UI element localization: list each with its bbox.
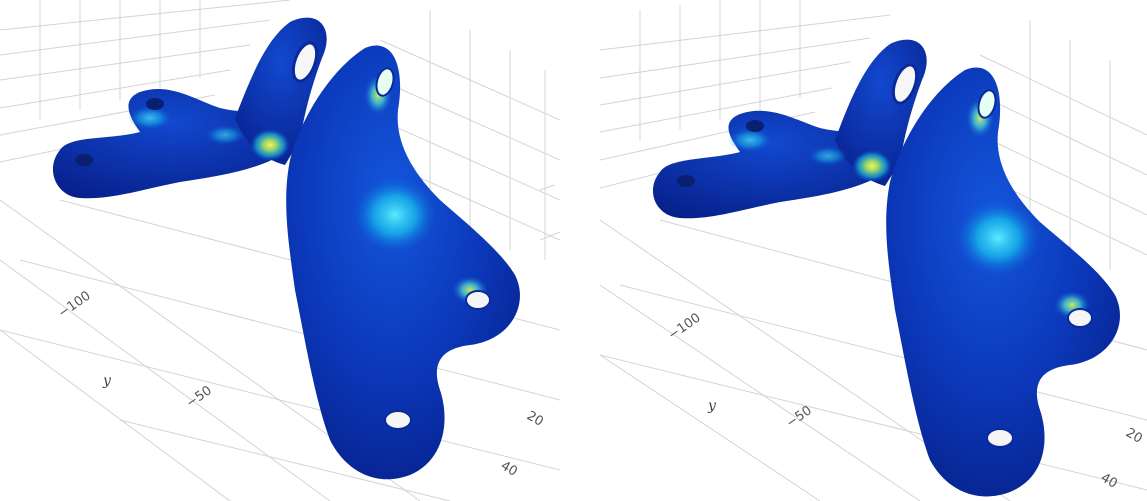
hole bbox=[677, 175, 695, 187]
hole bbox=[746, 120, 764, 132]
hole bbox=[291, 41, 319, 83]
plot-3d-right: −100 −50 y 20 40 bbox=[600, 0, 1147, 501]
panel-right: −100 −50 y 20 40 bbox=[600, 0, 1147, 501]
x-tick-label: 20 bbox=[524, 408, 546, 429]
y-tick-label: −50 bbox=[184, 383, 215, 411]
hole bbox=[384, 410, 412, 430]
bracket-mesh bbox=[52, 17, 520, 480]
bracket-mesh bbox=[652, 39, 1120, 497]
x-tick-label: 40 bbox=[498, 458, 520, 479]
hole bbox=[75, 154, 93, 166]
x-tick-label: 20 bbox=[1123, 425, 1145, 446]
x-tick-label: 40 bbox=[1098, 470, 1120, 491]
hole bbox=[891, 63, 919, 105]
hole bbox=[977, 89, 997, 119]
hole bbox=[465, 290, 491, 310]
y-tick-label: −100 bbox=[56, 289, 94, 322]
panel-left: −100 −50 y 20 40 bbox=[0, 0, 560, 501]
hole bbox=[1067, 308, 1093, 328]
hole bbox=[146, 98, 164, 110]
hole bbox=[986, 428, 1014, 448]
plot-3d-left: −100 −50 y 20 40 bbox=[0, 0, 560, 501]
y-axis-label: y bbox=[102, 373, 112, 389]
hole bbox=[375, 67, 395, 97]
y-axis-label: y bbox=[707, 398, 717, 414]
y-tick-label: −100 bbox=[666, 311, 704, 344]
